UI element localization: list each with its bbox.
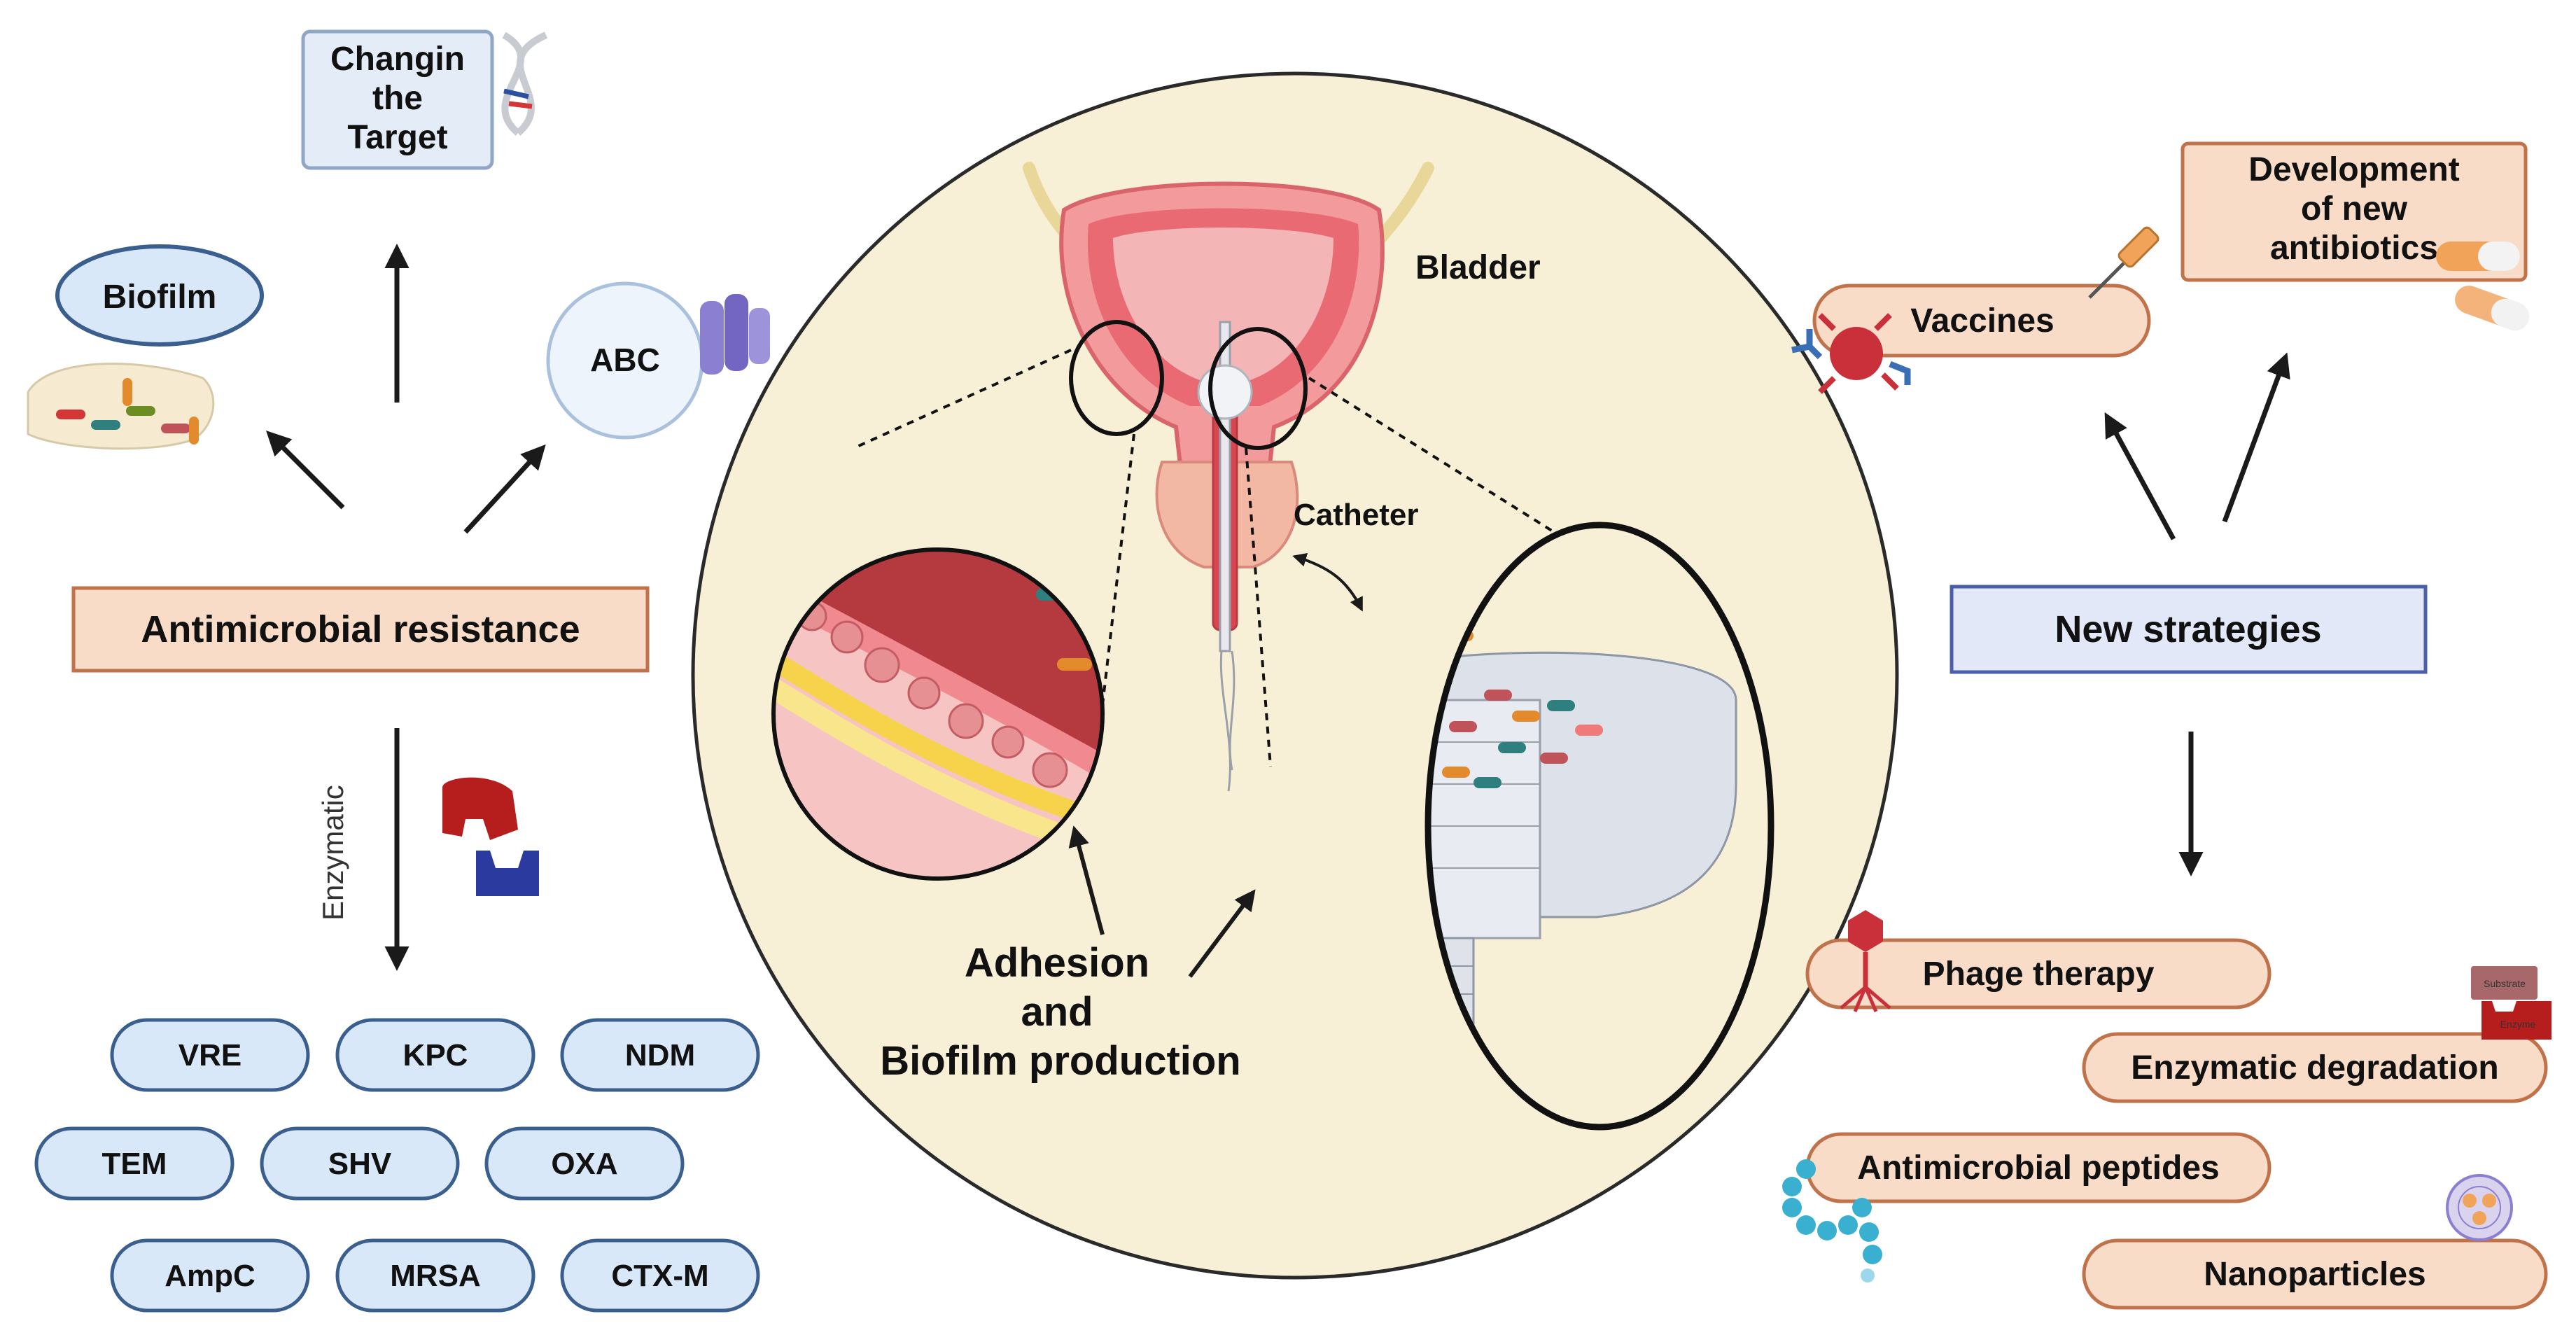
abc-transporter-icon	[700, 294, 770, 375]
changing-target-node: Changin the Target	[301, 29, 548, 170]
vaccines-node: Vaccines	[1791, 226, 2160, 394]
adhesion-label-line-1: Adhesion	[965, 940, 1149, 986]
strategy-label: Phage therapy	[1923, 956, 2155, 993]
arrow-adhesion-left	[1068, 825, 1105, 935]
enzymatic-label: Enzymatic	[316, 785, 349, 921]
strategy-label: Antimicrobial peptides	[1857, 1149, 2219, 1187]
bladder-label: Bladder	[1415, 249, 1541, 286]
abc-label: ABC	[590, 342, 660, 378]
enzyme-pill-label: OXA	[551, 1147, 617, 1181]
arrow-catheter-double	[1292, 553, 1363, 612]
catheter-label: Catheter	[1294, 498, 1419, 532]
development-line-1: Development	[2248, 151, 2459, 188]
enzyme-pill-label: TEM	[102, 1147, 167, 1181]
enzyme-pill: NDM	[560, 1018, 760, 1092]
enzyme-pill: OXA	[484, 1126, 685, 1201]
strategy-label: Enzymatic degradation	[2131, 1049, 2498, 1086]
enzyme-substrate-icon	[442, 777, 539, 896]
arrow-to-biofilm	[266, 431, 345, 510]
new-strategies-label: New strategies	[2054, 608, 2321, 650]
enzyme-pill: AmpC	[110, 1238, 310, 1313]
enzyme-pill-label: AmpC	[164, 1259, 255, 1293]
antimicrobial-resistance-node: Antimicrobial resistance	[71, 586, 650, 673]
arrow-adhesion-right	[1188, 889, 1256, 978]
substrate-icon-label: Substrate	[2484, 978, 2526, 989]
adhesion-label-line-3: Biofilm production	[880, 1038, 1241, 1084]
strategy-pill: Nanoparticles	[2082, 1174, 2548, 1310]
dna-icon	[501, 32, 548, 136]
enzyme-substrate-block-icon: Substrate Enzyme	[2471, 966, 2552, 1040]
vaccines-label: Vaccines	[1910, 302, 2054, 340]
enzyme-pill-label: SHV	[328, 1147, 392, 1181]
enzyme-pill-label: CTX-M	[611, 1259, 708, 1293]
enzyme-pill: CTX-M	[560, 1238, 760, 1313]
strategy-pill: Enzymatic degradation Substrate Enzyme	[2082, 966, 2552, 1103]
capsule-pills-icon	[2436, 242, 2529, 330]
bladder-illustration	[853, 162, 1555, 792]
development-line-2: of new	[2301, 190, 2408, 228]
bladder-wall-zoom	[771, 547, 1105, 881]
abc-node: ABC	[546, 281, 770, 440]
changing-target-line-1: Changin	[330, 41, 465, 78]
biofilm-label: Biofilm	[103, 279, 217, 316]
adhesion-label-line-2: and	[1021, 989, 1093, 1035]
enzyme-pill: VRE	[110, 1018, 310, 1092]
nanoparticle-icon	[2446, 1174, 2513, 1241]
enzyme-pill-label: KPC	[403, 1038, 468, 1072]
changing-target-line-3: Target	[347, 119, 447, 156]
arrow-to-abc	[463, 444, 546, 534]
changing-target-line-2: the	[372, 80, 423, 117]
peptide-chain-icon	[1782, 1159, 1882, 1282]
enzyme-pill: SHV	[260, 1126, 460, 1201]
biofilm-icon	[27, 363, 215, 450]
biofilm-node: Biofilm	[27, 244, 264, 450]
enzyme-icon-label: Enzyme	[2500, 1019, 2536, 1030]
enzyme-pill: TEM	[34, 1126, 234, 1201]
strategy-pill: Phage therapy	[1805, 910, 2272, 1012]
strategy-label: Nanoparticles	[2204, 1256, 2426, 1293]
syringe-icon	[2088, 226, 2160, 299]
virus-antibody-icon	[1791, 313, 1911, 394]
new-strategies-node: New strategies	[1949, 585, 2428, 674]
antimicrobial-resistance-label: Antimicrobial resistance	[141, 608, 580, 650]
enzyme-pill-label: MRSA	[390, 1259, 481, 1293]
enzyme-pill-label: NDM	[625, 1038, 695, 1072]
enzyme-pill-label: VRE	[178, 1038, 241, 1072]
arrow-to-development	[2222, 352, 2290, 523]
enzyme-pill: KPC	[335, 1018, 536, 1092]
enzyme-pills: VRE KPC NDM TEM SHV OXA AmpC MRSA	[34, 1018, 760, 1313]
strategy-pill: Antimicrobial peptides	[1782, 1132, 2272, 1282]
development-node: Development of new antibiotics	[2180, 141, 2529, 330]
phage-icon	[1840, 910, 1891, 1012]
arrow-to-vaccines	[2104, 412, 2176, 540]
enzyme-pill: MRSA	[335, 1238, 536, 1313]
development-line-3: antibiotics	[2270, 230, 2438, 267]
